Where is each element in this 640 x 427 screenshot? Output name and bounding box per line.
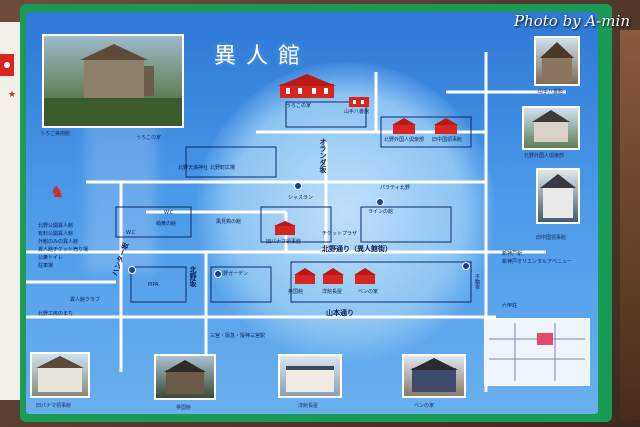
spot-label: シャスラン [288,195,314,201]
flag-icon [0,54,14,76]
photo-gaikoku [522,106,580,150]
house-icon-gaikoku[interactable] [392,118,416,138]
photo-yamate [534,36,580,86]
house-label: 洋館長屋 [322,289,343,295]
street-label-yamamoto: 山本通り [326,309,354,317]
house-icon-yokan[interactable] [322,268,344,288]
photo-caption: 英国館 [176,405,192,411]
building-illustration [286,366,334,392]
spot-label: 北野町広場 [210,165,236,171]
spot-label: 新神戸駅 [502,251,523,257]
legend-item: 有料公開異人館 [38,231,74,237]
building-illustration [532,110,570,142]
photo-caption: 山手八番館 [538,89,564,95]
legend-item: 異人館チケット売り場 [38,247,89,253]
map-legend: 北野公開異人館 有料公開異人館 外観のみの異人館 異人館チケット売り場 公衆トイ… [38,222,88,270]
spot-label: 異人館クラブ [70,297,101,303]
house-label: 旧パナマ領事館 [266,239,302,245]
building-illustration [540,174,576,218]
street-label-kitano: 北野通り（異人館街） [322,245,392,253]
streets [26,52,566,392]
map-pin[interactable] [294,182,302,190]
spot-label: 萌黄の館 [156,221,177,227]
spot-label: 北野天満神社 [178,165,209,171]
wall-edge [620,30,640,420]
map-pin[interactable] [128,266,136,274]
house-label: ベンの家 [358,289,379,295]
map-pin[interactable] [214,270,222,278]
photo-caption: ベンの家 [414,403,435,409]
building-illustration [410,358,458,392]
house-label: 旧中国領事館 [432,137,463,143]
spot-label: ラインの館 [368,209,394,215]
block-outlines [115,101,472,303]
star-icon: ★ [8,90,17,100]
photo-caption: うろこの家 [136,135,162,141]
photo-panama [30,352,90,398]
house-icon-bennet[interactable] [354,268,376,288]
photo-bennet [402,354,466,398]
legend-item: 外観のみの異人館 [38,239,79,245]
legend-item: 公衆トイレ [38,255,64,261]
street-label-oranda: オランダ坂 [319,138,327,173]
house-label: 北野外国人倶楽部 [384,137,425,143]
photo-eikoku [154,354,216,400]
spot-label: 三宮・阪急・阪神三宮駅 [210,333,266,339]
legend-item: 北野公開異人館 [38,223,74,229]
spot-label: 不動坂 [474,274,480,289]
photo-caption: 北野外国人倶楽部 [524,153,565,159]
spot-label: チケットプラザ [322,231,358,237]
spot-label: 北野ガーデン [218,271,249,277]
house-label: うろこの家 [286,103,312,109]
spot-label: 六甲荘 [502,303,518,309]
map-title: 異人館 [214,44,311,69]
house-label: 英国館 [288,289,304,295]
house-label: 山手八番館 [344,109,370,115]
photo-caption: うろこ美術館 [40,131,71,137]
map-pin[interactable] [462,262,470,270]
building-illustration [36,356,84,392]
weathercock-icon: ♞ [50,182,65,201]
spot-label: 風見鶏の館 [216,219,242,225]
wc-label: W.C [164,210,174,216]
legend-item: 駐車場 [38,263,54,269]
building-illustration [44,44,182,126]
house-icon-consul[interactable] [434,118,458,138]
photo-caption: 洋館長屋 [298,403,319,409]
house-icon-uroko[interactable] [278,74,336,104]
map-pin[interactable] [376,198,384,206]
house-icon-yamate[interactable] [348,92,370,111]
photo-yokan [278,354,342,398]
house-icon-panama[interactable] [274,220,296,239]
spot-label: PIPA [148,282,159,288]
tourist-map-panel: 異人館 うろこ美術館 うろこの家 山手八番館 北野外国人倶楽部 旧中国領事館 旧… [26,12,598,414]
house-icon-eikoku[interactable] [294,268,316,288]
street-grid [26,52,566,392]
spot-label: 新神戸オリエンタルアベニュー [502,259,572,265]
photo-consul [536,168,580,224]
spot-label: パラティ北野 [380,185,410,191]
photo-credit: Photo by A-min [513,12,630,30]
minimap-streets [489,323,585,381]
photo-uroko-house [42,34,184,128]
building-illustration [164,360,206,394]
spot-label: 北野工房のまち [38,311,74,317]
locator-minimap [484,318,590,386]
building-illustration [540,42,574,82]
photo-caption: 旧中国領事館 [536,235,567,241]
photo-caption: 旧パナマ領事館 [36,403,72,409]
street-label-kitanozaka: 北野坂 [189,266,197,287]
wc-label: W.C [126,230,136,236]
